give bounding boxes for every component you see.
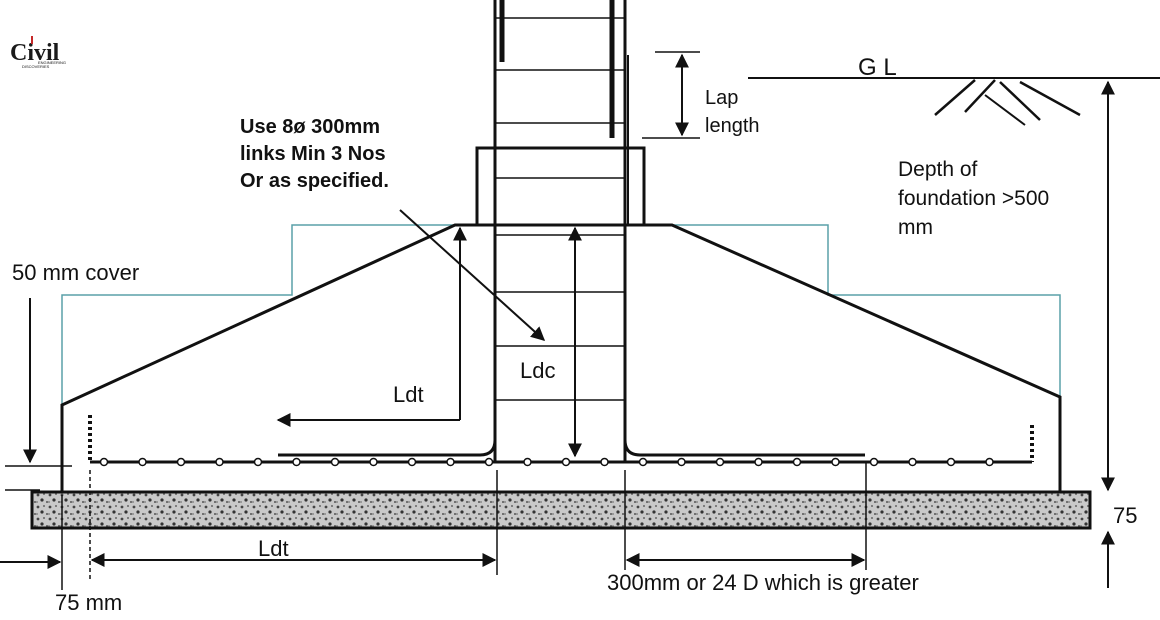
column-bar-bend-left xyxy=(278,439,497,457)
distribution-bar-section xyxy=(638,457,648,467)
ground-hatch xyxy=(1019,80,1081,117)
distribution-bar-section xyxy=(407,457,417,467)
depth-dimension: 75 Depth of foundation >500 mm xyxy=(898,80,1137,588)
distribution-bar-section xyxy=(369,457,378,467)
distribution-bar-section xyxy=(99,457,109,467)
links-leader-arrow xyxy=(399,209,546,341)
bottom-reinforcement xyxy=(88,415,1034,467)
ground-hatch xyxy=(984,94,1026,126)
distribution-bar-section xyxy=(754,457,763,467)
logo-text: Civil xyxy=(10,40,60,66)
pedestal xyxy=(475,146,646,227)
ground-hatch xyxy=(999,81,1041,121)
gl-label: G L xyxy=(858,54,897,81)
distribution-bar-section xyxy=(561,457,571,467)
lap-length-dimension: Lap length xyxy=(642,51,760,139)
distribution-bar-section xyxy=(715,457,725,467)
lap-label-line-2: length xyxy=(705,115,760,137)
column-bar-bend-right xyxy=(623,439,865,457)
ground-hatch xyxy=(934,79,976,116)
distribution-bars xyxy=(99,457,994,467)
distribution-bar-section xyxy=(831,457,840,467)
bar-extension-dimension: 300mm or 24 D which is greater xyxy=(607,462,919,595)
logo-subtext-1: ENGINEERING xyxy=(38,60,66,65)
civil-engineering-logo: Civil ENGINEERING DISCOVERIES xyxy=(10,36,66,69)
distribution-bar-section xyxy=(523,457,532,467)
distribution-bar-section xyxy=(330,457,340,467)
distribution-bar-section xyxy=(985,457,994,467)
distribution-bar-section xyxy=(138,457,147,467)
sloped-footing xyxy=(60,223,1062,494)
distribution-bar-section xyxy=(792,457,802,467)
distribution-bar-section xyxy=(253,457,263,467)
links-note-line-1: Use 8ø 300mm xyxy=(240,116,380,138)
ldc-dimension: Ldc xyxy=(520,226,582,458)
column xyxy=(278,0,865,462)
cover-dimension: 50 mm cover xyxy=(5,260,139,491)
distribution-bar-section xyxy=(292,457,301,467)
links-note-line-3: Or as specified. xyxy=(240,170,389,192)
lap-label-line-1: Lap xyxy=(705,87,738,109)
edge-75mm-dimension: 75 mm xyxy=(0,495,122,615)
footing-outline xyxy=(61,224,1061,492)
cover-label: 50 mm cover xyxy=(12,260,139,285)
ldt-lower-label: Ldt xyxy=(258,536,289,561)
bar-extension-label: 300mm or 24 D which is greater xyxy=(607,570,919,595)
links-note-line-2: links Min 3 Nos xyxy=(240,143,386,165)
distribution-bar-section xyxy=(176,457,186,467)
logo-subtext-2: DISCOVERIES xyxy=(22,64,50,69)
pcc-75-label: 75 xyxy=(1113,503,1137,528)
distribution-bar-section xyxy=(484,457,494,467)
ground-level: G L xyxy=(748,54,1160,126)
depth-label-line-1: Depth of xyxy=(898,158,978,181)
edge-75mm-label: 75 mm xyxy=(55,590,122,615)
distribution-bar-section xyxy=(946,457,956,467)
distribution-bar-section xyxy=(869,457,879,467)
distribution-bar-section xyxy=(677,457,686,467)
ground-hatch xyxy=(964,79,996,113)
links-note: Use 8ø 300mm links Min 3 Nos Or as speci… xyxy=(240,116,546,341)
distribution-bar-section xyxy=(908,457,917,467)
distribution-bar-section xyxy=(215,457,224,467)
distribution-bar-section xyxy=(446,457,455,467)
depth-label-line-3: mm xyxy=(898,216,933,239)
ldt-lower-dimension: Ldt xyxy=(89,470,498,580)
ldc-label: Ldc xyxy=(520,358,555,383)
pcc-bed xyxy=(30,490,1092,530)
distribution-bar-section xyxy=(600,457,609,467)
depth-label-line-2: foundation >500 xyxy=(898,187,1049,210)
ldt-upper-dimension: Ldt xyxy=(276,226,467,427)
ldt-upper-label: Ldt xyxy=(393,382,424,407)
